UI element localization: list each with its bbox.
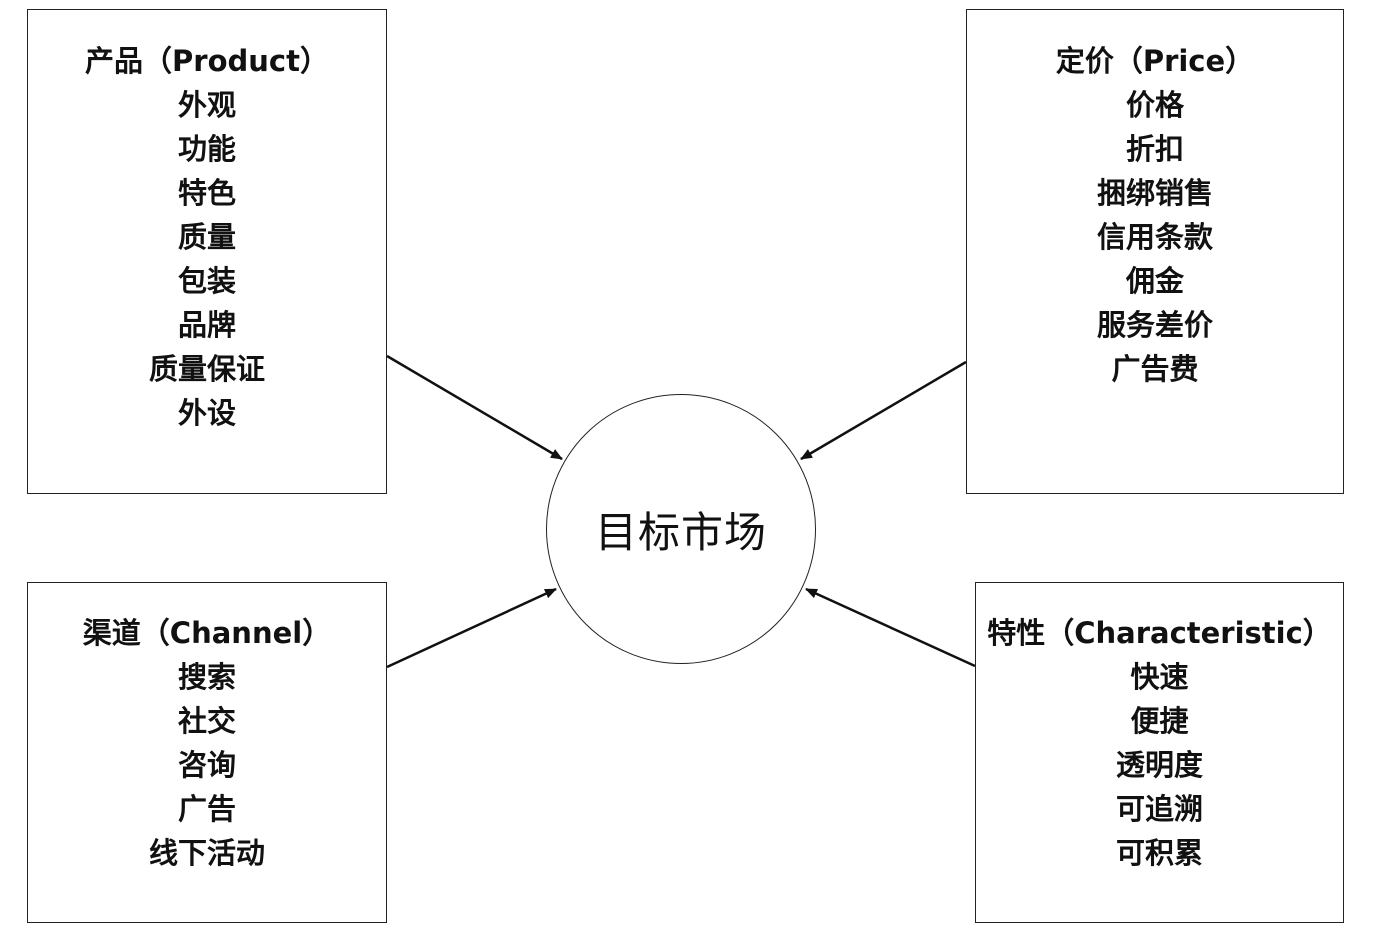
price-item: 广告费 bbox=[1111, 352, 1199, 386]
price-box bbox=[966, 9, 1344, 494]
channel-item: 咨询 bbox=[177, 748, 236, 782]
product-item: 质量 bbox=[177, 220, 236, 254]
channel-item: 社交 bbox=[177, 704, 236, 738]
channel-item: 搜索 bbox=[177, 660, 236, 694]
arrow-channel-to-market bbox=[386, 587, 557, 669]
product-item: 包装 bbox=[177, 264, 236, 298]
product-item: 外观 bbox=[177, 88, 236, 122]
characteristic-content: 特性（Characteristic） 快速 便捷 透明度 可追溯 可积累 bbox=[975, 611, 1344, 875]
product-item: 品牌 bbox=[177, 308, 236, 342]
characteristic-item: 可积累 bbox=[1115, 836, 1203, 870]
arrow-product-to-market bbox=[386, 354, 563, 461]
target-market-circle: 目标市场 bbox=[546, 394, 816, 664]
channel-item: 线下活动 bbox=[148, 836, 265, 870]
price-item: 信用条款 bbox=[1096, 220, 1213, 254]
arrow-characteristic-to-market bbox=[805, 587, 976, 668]
product-item: 外设 bbox=[177, 396, 236, 430]
characteristic-item: 可追溯 bbox=[1115, 792, 1203, 826]
price-item: 折扣 bbox=[1125, 132, 1184, 166]
characteristic-item: 快速 bbox=[1130, 660, 1189, 694]
price-title: 定价（Price） bbox=[1055, 44, 1255, 78]
product-item: 特色 bbox=[177, 176, 236, 210]
arrow-price-to-market bbox=[800, 360, 967, 461]
characteristic-title: 特性（Characteristic） bbox=[987, 616, 1332, 650]
price-item: 佣金 bbox=[1125, 264, 1184, 298]
characteristic-item: 透明度 bbox=[1115, 748, 1203, 782]
channel-content: 渠道（Channel） 搜索 社交 咨询 广告 线下活动 bbox=[27, 611, 387, 875]
target-market-label: 目标市场 bbox=[594, 507, 767, 557]
channel-box bbox=[27, 582, 387, 923]
product-content: 产品（Product） 外观 功能 特色 质量 包装 品牌 质量保证 外设 bbox=[27, 39, 387, 435]
product-item: 功能 bbox=[177, 132, 236, 166]
product-title: 产品（Product） bbox=[85, 44, 329, 78]
price-content: 定价（Price） 价格 折扣 捆绑销售 信用条款 佣金 服务差价 广告费 bbox=[966, 39, 1344, 391]
price-item: 捆绑销售 bbox=[1096, 176, 1213, 210]
characteristic-item: 便捷 bbox=[1130, 704, 1189, 738]
product-box bbox=[27, 9, 387, 494]
price-item: 服务差价 bbox=[1096, 308, 1213, 342]
channel-title: 渠道（Channel） bbox=[82, 616, 332, 650]
characteristic-box bbox=[975, 582, 1344, 923]
channel-item: 广告 bbox=[177, 792, 236, 826]
product-item: 质量保证 bbox=[148, 352, 265, 386]
price-item: 价格 bbox=[1125, 88, 1184, 122]
